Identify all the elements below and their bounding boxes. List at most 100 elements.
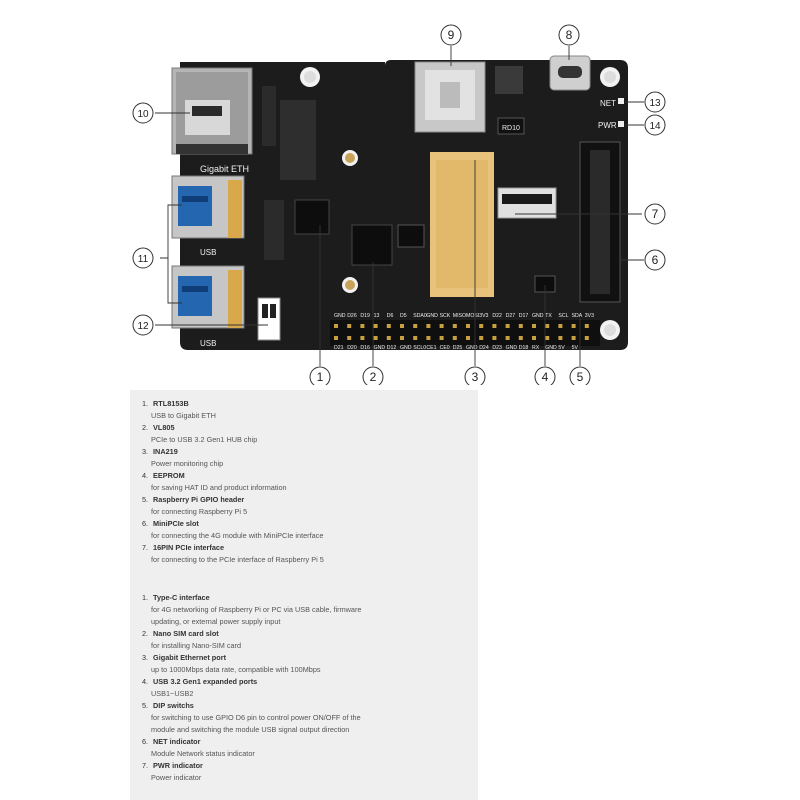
- item-number: 4.: [142, 471, 149, 480]
- dip-switch: [257, 297, 281, 341]
- gpio-pin: [558, 336, 563, 340]
- callout-number: 6: [652, 253, 659, 267]
- gpio-pin: [400, 336, 404, 340]
- gpio-pin: [360, 336, 365, 340]
- gpio-pin: [426, 336, 431, 340]
- gpio-pin: [413, 324, 418, 328]
- gpio-bottom-label: CE1: [426, 345, 436, 351]
- gpio-top-label: TX: [545, 313, 552, 319]
- callout-number: 1: [317, 370, 324, 384]
- gpio-pin: [426, 324, 431, 328]
- callout-8: 8: [558, 24, 580, 46]
- callout-10: 10: [132, 102, 154, 124]
- gpio-top-label: GND: [426, 313, 438, 319]
- gpio-bottom-label: SCL0: [413, 345, 426, 351]
- item-number: 5.: [142, 495, 149, 504]
- gpio-bottom-label: D25: [453, 345, 463, 351]
- item-number: 7.: [142, 543, 149, 552]
- callout-5: 5: [569, 366, 591, 385]
- gpio-pin: [518, 336, 523, 340]
- gpio-bottom-label: D16: [360, 345, 370, 351]
- gpio-pin: [360, 324, 365, 328]
- item-description: updating, or external power supply input: [151, 617, 281, 626]
- item-number: 5.: [142, 701, 149, 710]
- rtl8153b-chip: [294, 199, 330, 235]
- gpio-top-label: SCK: [440, 313, 451, 319]
- gpio-top-label: SDA0: [413, 313, 427, 319]
- callout-11: 11: [132, 247, 154, 269]
- item-title: 6. NET indicator: [142, 737, 201, 746]
- gpio-bottom-label: GND: [466, 345, 478, 351]
- item-description: USB1~USB2: [151, 689, 194, 698]
- callout-number: 13: [649, 98, 661, 109]
- gpio-top-label: D26: [347, 313, 357, 319]
- gpio-pin: [532, 324, 536, 328]
- callout-13: 13: [644, 91, 666, 113]
- gpio-bottom-label: D24: [479, 345, 489, 351]
- mounting-holes: [300, 67, 620, 340]
- gpio-top-label: D19: [360, 313, 370, 319]
- callout-2: 2: [362, 366, 384, 385]
- board-figure: Gigabit ETH USB USB: [132, 24, 666, 385]
- usb-label-lower: USB: [200, 339, 216, 348]
- callout-number: 2: [370, 370, 377, 384]
- item-description: for saving HAT ID and product informatio…: [151, 483, 287, 492]
- gpio-top-label: D17: [519, 313, 529, 319]
- callout-1: 1: [309, 366, 331, 385]
- rd10-chip: [497, 117, 525, 135]
- item-description: up to 1000Mbps data rate, compatible wit…: [151, 665, 321, 674]
- gpio-pin: [334, 324, 338, 328]
- net-label: NET: [600, 99, 616, 108]
- gpio-bottom-label: D20: [347, 345, 357, 351]
- gpio-top-label: SDA: [572, 313, 583, 319]
- callout-number: 7: [652, 207, 659, 221]
- gpio-pin: [439, 324, 444, 328]
- gpio-bottom-label: GND: [400, 345, 412, 351]
- smd-components-left: [262, 86, 316, 260]
- gpio-header: [330, 320, 600, 346]
- item-number: 2.: [142, 423, 149, 432]
- callout-number: 12: [137, 321, 149, 332]
- item-description: for installing Nano-SIM card: [151, 641, 242, 650]
- callout-3: 3: [464, 366, 486, 385]
- item-number: 3.: [142, 653, 149, 662]
- vl805-chip: [351, 224, 393, 266]
- gpio-pin: [571, 324, 576, 328]
- item-title: 1. Type-C interface: [142, 593, 210, 602]
- item-number: 2.: [142, 629, 149, 638]
- item-number: 3.: [142, 447, 149, 456]
- item-description: for 4G networking of Raspberry Pi or PC …: [151, 605, 362, 614]
- gpio-bottom-label: GND: [545, 345, 557, 351]
- gpio-pin: [347, 324, 352, 328]
- gpio-pin: [479, 336, 484, 340]
- gpio-bottom-label: GND: [506, 345, 518, 351]
- ina219-chip: [397, 224, 425, 248]
- gpio-bottom-label: 5V: [572, 345, 579, 351]
- gpio-bottom-label: D21: [334, 345, 344, 351]
- callout-number: 8: [566, 28, 573, 42]
- callout-6: 6: [644, 249, 666, 271]
- gpio-pin: [492, 336, 497, 340]
- gpio-pin: [532, 336, 536, 340]
- gpio-bottom-label: GND: [374, 345, 386, 351]
- gpio-top-label: MISO: [453, 313, 466, 319]
- gpio-pin: [505, 336, 510, 340]
- gpio-pin: [466, 336, 470, 340]
- gpio-pin: [373, 336, 378, 340]
- minipcie-slot: [579, 141, 621, 303]
- item-description: USB to Gigabit ETH: [151, 411, 216, 420]
- item-title: 4. USB 3.2 Gen1 expanded ports: [142, 677, 258, 686]
- gpio-pin: [545, 336, 550, 340]
- item-title: 5. DIP switchs: [142, 701, 194, 710]
- gpio-bottom-label: D12: [387, 345, 397, 351]
- item-number: 1.: [142, 593, 149, 602]
- callout-number: 14: [649, 121, 661, 132]
